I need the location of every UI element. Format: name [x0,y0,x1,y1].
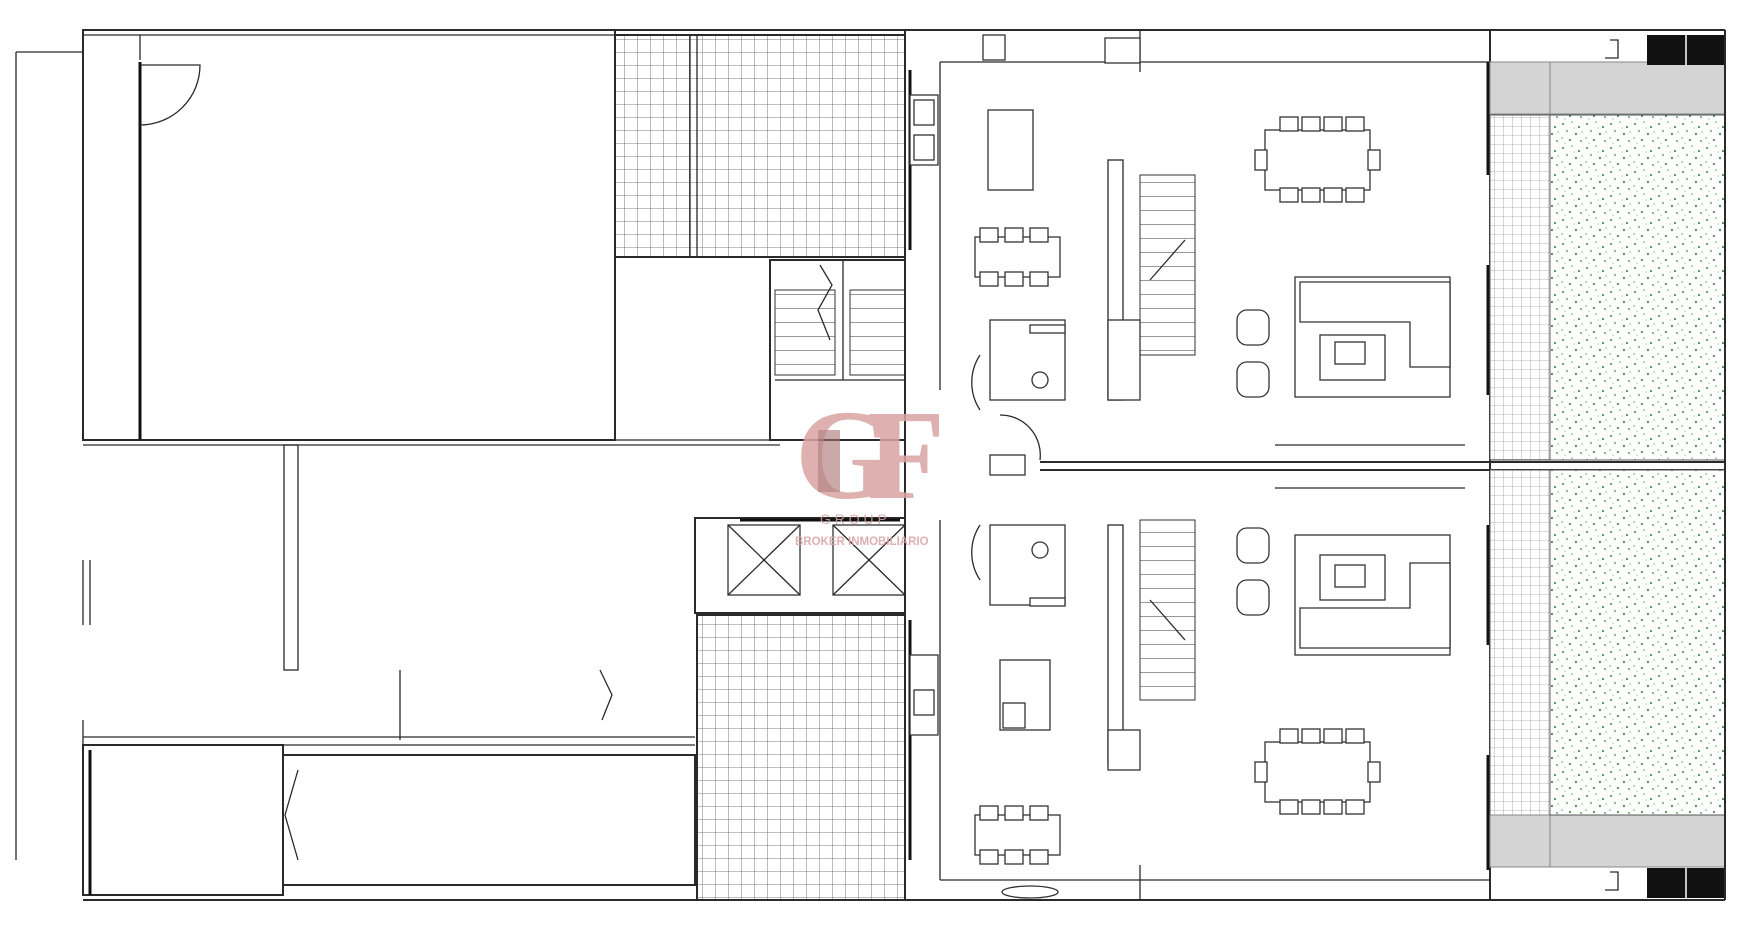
living-upper [1236,276,1451,398]
upper-terrace [614,34,906,258]
garden-lower [1549,469,1726,816]
dining-upper [1254,116,1381,203]
kitchen-lower [909,654,1061,899]
rear-patio [1489,30,1726,900]
stair-lower [1107,519,1196,771]
garden-upper [1549,114,1726,461]
dwelling-walls [83,29,1725,901]
logo-group: G R O U P [820,511,887,527]
bathrooms [971,319,1066,607]
logo-tagline: BROKER INMOBILIARIO [795,536,929,548]
living-lower [1236,527,1451,656]
stair-upper [1107,159,1196,401]
central-stair-core [769,259,906,441]
service-rooms [694,517,906,614]
logo-letters: GF [795,384,945,526]
lower-terrace [696,614,906,901]
kitchen-upper [909,34,1141,287]
broker-logo-watermark: GF G R O U P BROKER INMOBILIARIO [795,384,945,548]
dining-lower [1254,728,1381,815]
